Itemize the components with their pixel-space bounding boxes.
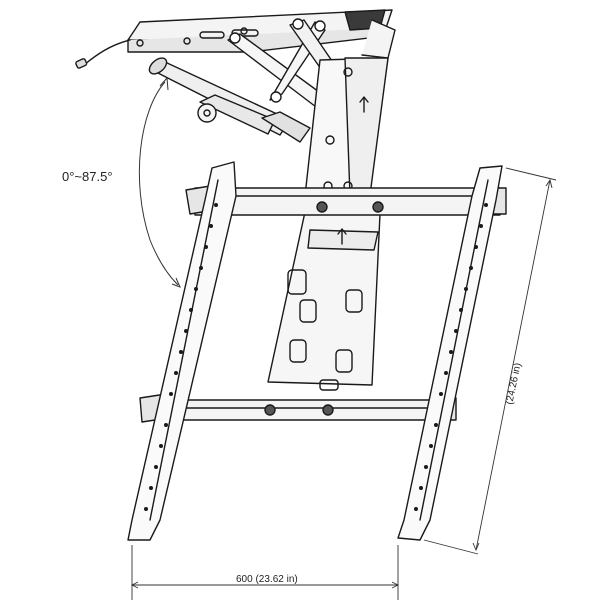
top-rail	[185, 185, 507, 216]
ceiling-plate	[127, 9, 393, 53]
tilt-range-label: 0°~87.5°	[62, 169, 113, 184]
vertical-column	[304, 19, 396, 201]
height-dimension-label: (24.26 in)	[504, 362, 524, 406]
width-dimension	[130, 545, 400, 600]
tilt-angle-arc	[138, 81, 179, 286]
mount-plate	[267, 211, 381, 391]
gas-spring	[148, 57, 311, 143]
height-dimension	[423, 167, 557, 555]
left-vertical-bracket	[127, 161, 237, 541]
power-cable	[83, 39, 131, 66]
right-vertical-bracket	[397, 165, 503, 541]
width-dimension-label: 600 (23.62 in)	[236, 574, 298, 585]
